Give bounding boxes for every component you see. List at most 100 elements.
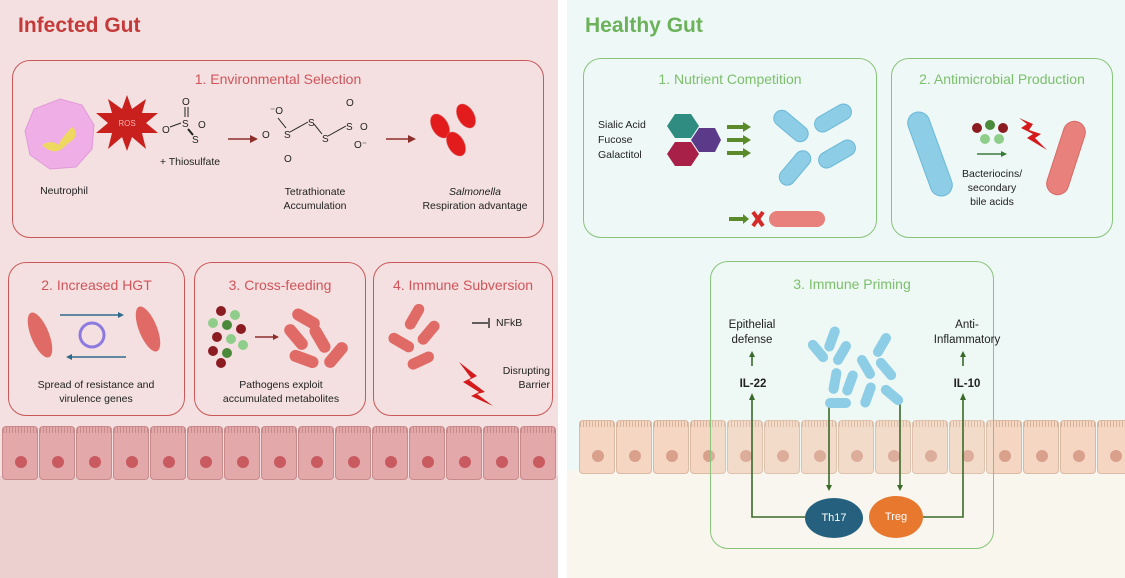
cross-feeding-caption: Pathogens exploit accumulated metabolite… <box>222 379 340 405</box>
epithelial-cell <box>875 420 911 474</box>
hgt-caption: Spread of resistance and virulence genes <box>37 379 155 405</box>
microvilli <box>876 421 910 427</box>
epithelial-cell <box>298 426 334 480</box>
anti-inflammatory-label: Anti- Inflammatory <box>933 319 1001 346</box>
commensal-bacteria-icon <box>773 103 856 186</box>
nucleus <box>629 450 641 462</box>
nfkb-label: NFkB <box>496 317 523 329</box>
nucleus <box>740 450 752 462</box>
epithelial-cell <box>1060 420 1096 474</box>
epithelial-cell <box>986 420 1022 474</box>
ros-burst-icon: ROS <box>96 95 158 151</box>
nutrient-list: Sialic Acid Fucose Galactitol <box>598 119 646 161</box>
sugar-hexagons-icon <box>667 114 721 166</box>
lamina-propria <box>0 476 558 578</box>
increased-hgt-box: 2. Increased HGT <box>8 262 185 416</box>
pathogen-bacterium-icon <box>1046 120 1086 196</box>
nucleus <box>925 450 937 462</box>
svg-text:S: S <box>192 135 199 146</box>
nucleus <box>1073 450 1085 462</box>
nucleus <box>200 456 212 468</box>
th17-label: Th17 <box>821 512 847 524</box>
microvilli <box>336 427 370 433</box>
cross-feeding-icon <box>208 306 348 369</box>
svg-text:O: O <box>284 154 292 165</box>
neutrophil-icon <box>24 98 95 170</box>
microvilli <box>617 421 651 427</box>
epithelial-cell <box>1097 420 1125 474</box>
nucleus <box>422 456 434 468</box>
epithelial-cell <box>446 426 482 480</box>
svg-text:O: O <box>360 122 368 133</box>
microvilli <box>410 427 444 433</box>
epithelial-cell <box>113 426 149 480</box>
microvilli <box>188 427 222 433</box>
microvilli <box>114 427 148 433</box>
epithelial-cell <box>150 426 186 480</box>
treg-label: Treg <box>884 511 908 523</box>
thiosulfate-structure-icon: O S O O S <box>162 97 206 146</box>
treg-cell: Treg <box>869 496 923 538</box>
arrow-icon <box>386 135 416 143</box>
microvilli <box>765 421 799 427</box>
epithelial-cell <box>616 420 652 474</box>
epithelial-cell <box>949 420 985 474</box>
nucleus <box>962 450 974 462</box>
lightning-bolt-icon <box>459 362 493 406</box>
microvilli <box>484 427 518 433</box>
svg-text:S: S <box>322 134 329 145</box>
antimicrobial-production-box: 2. Antimicrobial Production <box>891 58 1113 238</box>
tetrathionate-label: Tetrathionate Accumulation <box>283 186 347 212</box>
bacteria-cluster-icon <box>388 303 440 370</box>
box-title: 3. Cross-feeding <box>228 277 332 293</box>
microvilli <box>262 427 296 433</box>
nucleus <box>348 456 360 468</box>
microvilli <box>521 427 555 433</box>
hgt-bacteria-plasmid-icon <box>27 306 161 360</box>
svg-text:O: O <box>162 125 170 136</box>
epithelial-cell <box>483 426 519 480</box>
salmonella-icon <box>430 103 476 157</box>
disrupting-barrier-label: Disrupting Barrier <box>502 365 550 391</box>
svg-text:S: S <box>346 122 353 133</box>
panel-title: Infected Gut <box>18 14 141 37</box>
microvilli <box>373 427 407 433</box>
box-title: 2. Antimicrobial Production <box>919 71 1085 87</box>
microvilli <box>40 427 74 433</box>
microvilli <box>580 421 614 427</box>
epithelial-cell <box>187 426 223 480</box>
box-title: 1. Nutrient Competition <box>658 71 802 87</box>
microvilli <box>77 427 111 433</box>
commensal-bacterium-icon <box>907 111 953 197</box>
nucleus <box>666 450 678 462</box>
nucleus <box>385 456 397 468</box>
epithelial-cell <box>76 426 112 480</box>
microvilli <box>225 427 259 433</box>
microvilli <box>913 421 947 427</box>
bacteria-cluster-icon <box>807 326 904 408</box>
svg-text:O: O <box>182 97 190 108</box>
nucleus <box>163 456 175 468</box>
il22-label: IL-22 <box>739 378 767 390</box>
blocked-pathogen-icon <box>729 210 825 228</box>
nucleus <box>533 456 545 468</box>
nucleus <box>1036 450 1048 462</box>
nucleus <box>496 456 508 468</box>
epithelial-defense-label: Epithelial defense <box>728 319 776 346</box>
microvilli <box>950 421 984 427</box>
box-title: 3. Immune Priming <box>793 276 911 292</box>
epithelial-cell <box>224 426 260 480</box>
nucleus <box>814 450 826 462</box>
epithelial-cell <box>1023 420 1059 474</box>
svg-text:S: S <box>308 118 315 129</box>
microvilli <box>987 421 1021 427</box>
green-arrows-icon <box>727 122 751 158</box>
svg-text:⁻O: ⁻O <box>270 106 283 117</box>
nucleus <box>237 456 249 468</box>
svg-text:S: S <box>182 119 189 130</box>
lightning-bolt-icon <box>1019 118 1047 150</box>
nucleus <box>274 456 286 468</box>
il10-label: IL-10 <box>953 378 981 390</box>
arrow-icon <box>228 135 258 143</box>
microvilli <box>299 427 333 433</box>
